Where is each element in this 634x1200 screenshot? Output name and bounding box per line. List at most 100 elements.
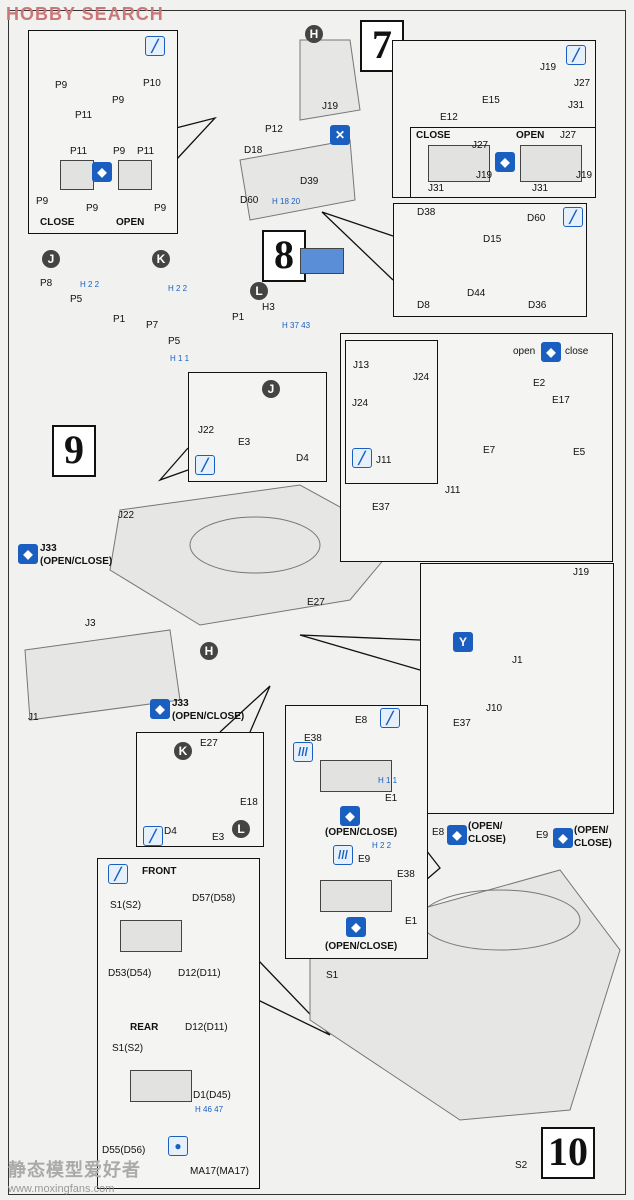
open-close-icon: ◆ — [92, 162, 112, 182]
part-label: P9 — [112, 95, 125, 106]
parts-ref: H 2 2 — [168, 284, 188, 293]
part-label: E37 — [453, 718, 471, 729]
parts-ref: H 2 2 — [372, 841, 392, 850]
part-label: E8 — [432, 827, 445, 838]
hatch-e9-drawing — [320, 880, 392, 912]
callout-pointer — [257, 959, 331, 1036]
part-label: D38 — [417, 207, 436, 218]
part-label: D57(D58) — [192, 893, 236, 904]
part-label: J27 — [560, 130, 577, 141]
callout-pointer — [299, 634, 421, 671]
part-label: D12(D11) — [178, 968, 221, 979]
parts-ref: H 1 1 — [170, 354, 190, 363]
part-label: D60 — [240, 195, 259, 206]
decal-icon: /// — [333, 845, 353, 865]
part-label: J1 — [512, 655, 523, 666]
part-drawing — [60, 160, 94, 190]
part-label: S1(S2) — [110, 900, 142, 911]
part-label: E18 — [240, 797, 258, 808]
part-drawing — [118, 160, 152, 190]
part-label: E9 — [358, 854, 371, 865]
marker-k: K — [152, 250, 170, 268]
part-label: J33 — [172, 698, 189, 709]
part-label: E3 — [212, 832, 225, 843]
open-close-caption: (OPEN/CLOSE) — [40, 556, 113, 567]
part-label: J19 — [540, 62, 557, 73]
marker-k: K — [174, 742, 192, 760]
marker-h: H — [200, 642, 218, 660]
part-label: J27 — [472, 140, 489, 151]
part-label: P11 — [137, 146, 155, 157]
part-label: D8 — [417, 300, 430, 311]
watermark-url: www.moxingfans.com — [8, 1183, 115, 1195]
part-label: J27 — [574, 78, 591, 89]
part-label: E1 — [385, 793, 398, 804]
marker-l: L — [250, 282, 268, 300]
fender-rear-drawing — [130, 1070, 192, 1102]
open-close-caption: CLOSE) — [468, 834, 506, 845]
glue-icon: ╱ — [145, 36, 165, 56]
parts-ref: H 2 2 — [80, 280, 100, 289]
drop-icon: ● — [168, 1136, 188, 1156]
part-label: E27 — [307, 597, 325, 608]
part-label: E2 — [533, 378, 546, 389]
part-label: P10 — [143, 78, 161, 89]
part-label: J33 — [40, 543, 57, 554]
part-label: E5 — [573, 447, 586, 458]
part-label: E15 — [482, 95, 500, 106]
part-label: J31 — [428, 183, 445, 194]
watermark-top: HOBBY SEARCH — [6, 4, 164, 24]
glue-icon: ╱ — [195, 455, 215, 475]
part-label: P1 — [232, 312, 245, 323]
part-label: E8 — [355, 715, 368, 726]
parts-ref: H 37 43 — [282, 321, 311, 330]
part-label: J13 — [353, 360, 370, 371]
parts-ref: H 46 47 — [195, 1105, 224, 1114]
part-label: E1 — [405, 916, 418, 927]
parts-ref: H 18 20 — [272, 197, 301, 206]
fender-front-drawing — [120, 920, 182, 952]
paint-icon: ✕ — [330, 125, 350, 145]
open-close-caption: (OPEN/ — [574, 825, 609, 836]
part-label: D53(D54) — [108, 968, 152, 979]
part-label: E38 — [304, 733, 322, 744]
open-close-caption: (OPEN/CLOSE) — [325, 827, 398, 838]
callout-pointer — [219, 685, 271, 733]
glue-icon: ╱ — [143, 826, 163, 846]
open-caption: OPEN — [516, 130, 545, 141]
part-label: D12(D11) — [185, 1022, 228, 1033]
part-label: P5 — [168, 336, 181, 347]
part-label: D60 — [527, 213, 546, 224]
part-label: D4 — [164, 826, 177, 837]
part-label: J10 — [486, 703, 503, 714]
part-label: J22 — [118, 510, 135, 521]
decal-icon: /// — [293, 742, 313, 762]
part-label: P11 — [70, 146, 88, 157]
part-label: MA17(MA17) — [190, 1166, 249, 1177]
open-close-icon: ◆ — [447, 825, 467, 845]
open-close-icon: ◆ — [495, 152, 515, 172]
callout-pointer — [175, 116, 217, 161]
step-number: 8 — [262, 230, 306, 282]
part-label: J19 — [573, 567, 590, 578]
part-label: P9 — [154, 203, 167, 214]
part-label: J11 — [376, 455, 392, 466]
part-label: J24 — [352, 398, 369, 409]
glue-icon: ╱ — [380, 708, 400, 728]
part-label: S1(S2) — [112, 1043, 144, 1054]
part-label: D18 — [244, 145, 263, 156]
callout-pointer — [157, 447, 189, 482]
part-label: J19 — [476, 170, 493, 181]
part-label: P7 — [146, 320, 159, 331]
parts-ref: H 1 1 — [378, 776, 398, 785]
part-label: P5 — [70, 294, 83, 305]
part-label: E38 — [397, 869, 415, 880]
part-label: E27 — [200, 738, 218, 749]
part-label: E12 — [440, 112, 458, 123]
close-caption: CLOSE — [416, 130, 451, 141]
part-label: J1 — [28, 712, 39, 723]
part-label: E17 — [552, 395, 570, 406]
part-label: D36 — [528, 300, 547, 311]
part-label: J31 — [568, 100, 585, 111]
